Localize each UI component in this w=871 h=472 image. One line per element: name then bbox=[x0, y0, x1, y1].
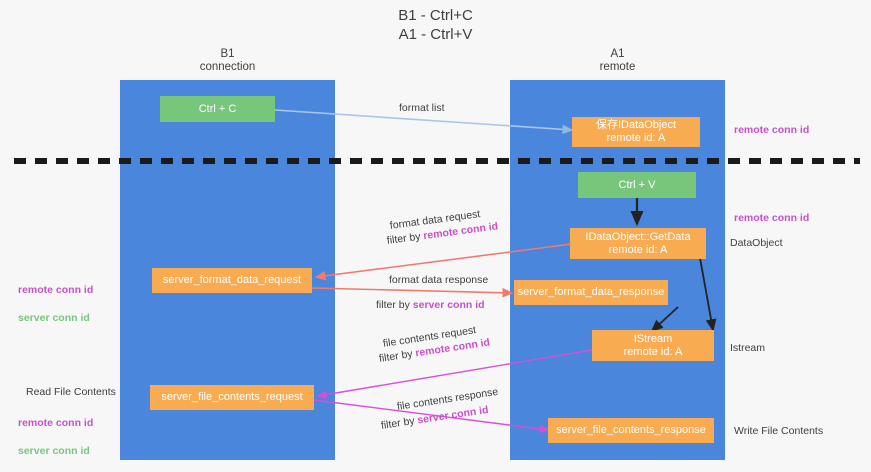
annotation-conn-ids-mid: remote conn id server conn id bbox=[18, 269, 93, 339]
node-ctrl-v[interactable]: Ctrl + V bbox=[578, 172, 696, 198]
annotation-server-conn-id: server conn id bbox=[18, 445, 90, 457]
annotation-conn-ids-bottom: remote conn id server conn id bbox=[18, 402, 93, 472]
node-server-file-contents-response[interactable]: server_file_contents_response bbox=[548, 418, 714, 443]
edge-label-format-list: format list bbox=[399, 102, 445, 114]
node-getdata[interactable]: IDataObject::GetData remote id: A bbox=[570, 228, 706, 259]
edge-label-format-data-response-filter: filter by server conn id bbox=[376, 298, 485, 313]
node-idataobject[interactable]: 保存IDataObject remote id: A bbox=[572, 117, 700, 147]
annotation-remote-conn-id: remote conn id bbox=[18, 417, 94, 429]
annotation-server-conn-id: server conn id bbox=[18, 312, 90, 324]
annotation-read-file-contents: Read File Contents bbox=[26, 386, 116, 398]
annotation-remote-conn-id: remote conn id bbox=[18, 284, 94, 296]
filter-prefix: filter by bbox=[376, 299, 413, 311]
node-ctrl-c[interactable]: Ctrl + C bbox=[160, 96, 275, 122]
column-header-a1: A1 remote bbox=[599, 48, 636, 73]
filter-key-server-conn-id: server conn id bbox=[412, 299, 485, 311]
annotation-write-file-contents: Write File Contents bbox=[734, 425, 824, 437]
annotation-remote-conn-id-mid: remote conn id bbox=[734, 212, 810, 224]
filter-prefix: filter by bbox=[378, 347, 417, 365]
filter-prefix: filter by bbox=[386, 230, 425, 247]
annotation-dataobject: DataObject bbox=[730, 237, 783, 249]
column-header-b1: B1 connection bbox=[199, 48, 256, 73]
annotation-istream: Istream bbox=[730, 342, 766, 354]
node-server-file-contents-request[interactable]: server_file_contents_request bbox=[150, 385, 314, 410]
edge-label-format-data-response: format data response bbox=[389, 274, 489, 286]
annotation-remote-conn-id-top: remote conn id bbox=[734, 124, 810, 136]
node-server-format-data-response[interactable]: server_format_data_response bbox=[514, 280, 668, 305]
node-server-format-data-request[interactable]: server_format_data_request bbox=[152, 268, 312, 293]
filter-prefix: filter by bbox=[380, 414, 419, 432]
node-istream[interactable]: IStream remote id: A bbox=[592, 330, 714, 361]
page-title: B1 - Ctrl+C A1 - Ctrl+V bbox=[398, 7, 473, 43]
